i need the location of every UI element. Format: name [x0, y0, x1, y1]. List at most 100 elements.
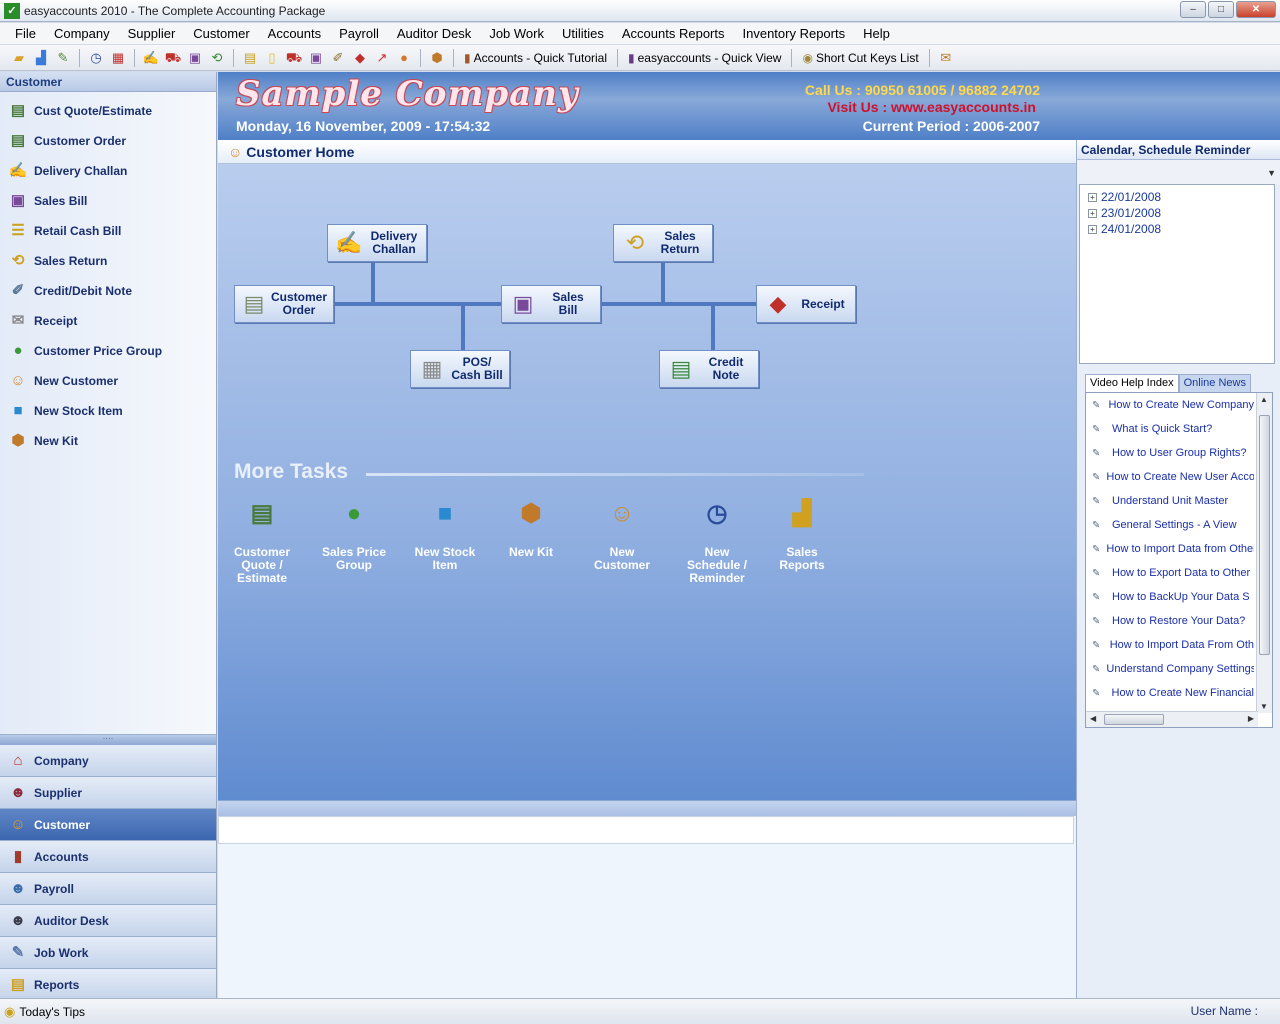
globe-icon[interactable]: ●	[400, 49, 408, 65]
expand-icon[interactable]: +	[1088, 208, 1097, 218]
quick-tutorial-button[interactable]: ▮Accounts - Quick Tutorial	[461, 51, 610, 65]
return-icon[interactable]: ⟲	[211, 49, 223, 65]
chart-icon[interactable]: ▟	[36, 49, 46, 65]
task-retail-cash-bill[interactable]: ☰Retail Cash Bill	[0, 216, 216, 246]
minimize-button[interactable]: –	[1180, 1, 1206, 18]
more-task-customer-quote[interactable]: ▤ Customer Quote / Estimate	[222, 486, 302, 585]
expand-icon[interactable]: +	[1088, 192, 1097, 202]
scrollbar-thumb[interactable]	[1259, 415, 1270, 655]
document-icon[interactable]: ▤	[243, 49, 257, 65]
nav-accounts[interactable]: ▮Accounts	[0, 841, 216, 873]
nav-reports[interactable]: ▤Reports	[0, 969, 216, 1001]
quick-view-button[interactable]: ▮easyaccounts - Quick View	[625, 51, 784, 65]
flow-pos-cash-bill-button[interactable]: ▦ POS/ Cash Bill	[410, 350, 510, 388]
task-customer-price-group[interactable]: ●Customer Price Group	[0, 336, 216, 366]
menu-payroll[interactable]: Payroll	[339, 26, 379, 41]
nav-payroll[interactable]: ☻Payroll	[0, 873, 216, 905]
calendar-icon[interactable]: ▦	[111, 49, 125, 65]
panel-splitter[interactable]: ····	[0, 735, 216, 745]
task-customer-order[interactable]: ▤Customer Order	[0, 126, 216, 156]
scroll-up-icon[interactable]: ▲	[1260, 395, 1268, 404]
nav-job-work[interactable]: ✎Job Work	[0, 937, 216, 969]
scrollbar-thumb[interactable]	[1104, 714, 1164, 725]
menu-accounts-reports[interactable]: Accounts Reports	[621, 26, 725, 41]
flow-delivery-challan-button[interactable]: ✍ Delivery Challan	[327, 224, 427, 262]
more-task-new-customer[interactable]: ☺ New Customer	[582, 486, 662, 572]
todays-tips[interactable]: ◉ Today's Tips	[0, 1004, 85, 1020]
task-delivery-challan[interactable]: ✍Delivery Challan	[0, 156, 216, 186]
more-task-sales-reports[interactable]: ▟ Sales Reports	[762, 486, 842, 572]
scroll-left-icon[interactable]: ◀	[1090, 714, 1097, 723]
menu-inventory-reports[interactable]: Inventory Reports	[742, 26, 846, 41]
dropdown-icon[interactable]: ▼	[1267, 168, 1276, 178]
more-task-new-kit[interactable]: ⬢ New Kit	[491, 486, 571, 559]
clock-icon[interactable]: ◷	[90, 49, 102, 65]
close-button[interactable]: ✕	[1236, 1, 1276, 18]
briefcase-icon[interactable]: ▣	[188, 49, 202, 65]
shortcut-keys-button[interactable]: ◉Short Cut Keys List	[799, 51, 921, 65]
more-task-new-schedule[interactable]: ◷ New Schedule / Reminder	[677, 486, 757, 585]
page-icon[interactable]: ▯	[268, 49, 276, 65]
help-item[interactable]: ✎How to Create New Company	[1086, 393, 1254, 417]
help-item[interactable]: ✎What is Quick Start?	[1086, 417, 1254, 441]
menu-utilities[interactable]: Utilities	[561, 26, 604, 41]
open-folder-icon[interactable]: ▰	[14, 49, 24, 65]
task-credit-debit-note[interactable]: ✐Credit/Debit Note	[0, 276, 216, 306]
bag-icon[interactable]: ▣	[309, 49, 323, 65]
menu-job-work[interactable]: Job Work	[489, 26, 544, 41]
flow-sales-return-button[interactable]: ⟲ Sales Return	[613, 224, 713, 262]
help-item[interactable]: ✎How to User Group Rights?	[1086, 441, 1254, 465]
menu-customer[interactable]: Customer	[193, 26, 250, 41]
help-item[interactable]: ✎Understand Unit Master	[1086, 489, 1254, 513]
calendar-date-item[interactable]: +24/01/2008	[1080, 221, 1274, 237]
task-receipt[interactable]: ✉Receipt	[0, 306, 216, 336]
flow-customer-order-button[interactable]: ▤ Customer Order	[234, 285, 334, 323]
kit-icon[interactable]: ⬢	[431, 49, 443, 65]
maximize-button[interactable]: □	[1208, 1, 1234, 18]
tab-video-help-index[interactable]: Video Help Index	[1085, 374, 1179, 392]
menu-help[interactable]: Help	[863, 26, 890, 41]
visit-us-link[interactable]: Visit Us : www.easyaccounts.in	[827, 99, 1036, 115]
nav-supplier[interactable]: ☻Supplier	[0, 777, 216, 809]
flow-credit-note-button[interactable]: ▤ Credit Note	[659, 350, 759, 388]
task-new-kit[interactable]: ⬢New Kit	[0, 426, 216, 456]
menu-file[interactable]: File	[15, 26, 36, 41]
help-list-vertical-scrollbar[interactable]: ▲ ▼	[1256, 393, 1272, 713]
task-cust-quote[interactable]: ▤Cust Quote/Estimate	[0, 96, 216, 126]
calendar-date-item[interactable]: +23/01/2008	[1080, 205, 1274, 221]
nav-auditor-desk[interactable]: ☻Auditor Desk	[0, 905, 216, 937]
notes-icon[interactable]: ✐	[332, 49, 344, 65]
menu-supplier[interactable]: Supplier	[127, 26, 176, 41]
help-item[interactable]: ✎General Settings - A View	[1086, 513, 1254, 537]
more-task-new-stock-item[interactable]: ■ New Stock Item	[405, 486, 485, 572]
help-item[interactable]: ✎How to Create New User Account	[1086, 465, 1254, 489]
scroll-down-icon[interactable]: ▼	[1260, 702, 1268, 711]
menu-company[interactable]: Company	[53, 26, 110, 41]
mail-icon[interactable]: ✉	[940, 49, 952, 65]
flow-sales-bill-button[interactable]: ▣ Sales Bill	[501, 285, 601, 323]
task-sales-bill[interactable]: ▣Sales Bill	[0, 186, 216, 216]
help-item[interactable]: ✎How to BackUp Your Data S	[1086, 585, 1254, 609]
expand-icon[interactable]: +	[1088, 224, 1097, 234]
more-task-sales-price-group[interactable]: ● Sales Price Group	[314, 486, 394, 572]
task-sales-return[interactable]: ⟲Sales Return	[0, 246, 216, 276]
help-item[interactable]: ✎How to Import Data from Other	[1086, 537, 1254, 561]
flow-receipt-button[interactable]: ◆ Receipt	[756, 285, 856, 323]
calendar-date-item[interactable]: +22/01/2008	[1080, 189, 1274, 205]
nav-company[interactable]: ⌂Company	[0, 745, 216, 777]
menu-accounts[interactable]: Accounts	[267, 26, 322, 41]
help-item[interactable]: ✎How to Export Data to Other	[1086, 561, 1254, 585]
help-item[interactable]: ✎Understand Company Settings	[1086, 657, 1254, 681]
trend-icon[interactable]: ↗	[376, 49, 388, 65]
menu-auditor-desk[interactable]: Auditor Desk	[396, 26, 472, 41]
tab-online-news[interactable]: Online News	[1178, 374, 1251, 392]
cart-red-icon[interactable]: ⛟	[285, 49, 303, 65]
help-item[interactable]: ✎How to Create New Financial	[1086, 681, 1254, 705]
cart-icon[interactable]: ⛟	[164, 49, 182, 65]
tag-icon[interactable]: ◆	[355, 49, 365, 65]
help-item[interactable]: ✎How to Import Data From Oth	[1086, 633, 1254, 657]
help-item[interactable]: ✎How to Restore Your Data?	[1086, 609, 1254, 633]
help-list-horizontal-scrollbar[interactable]: ◀ ▶	[1086, 711, 1258, 727]
scroll-right-icon[interactable]: ▶	[1247, 714, 1254, 723]
notepad-icon[interactable]: ✍	[142, 49, 160, 65]
